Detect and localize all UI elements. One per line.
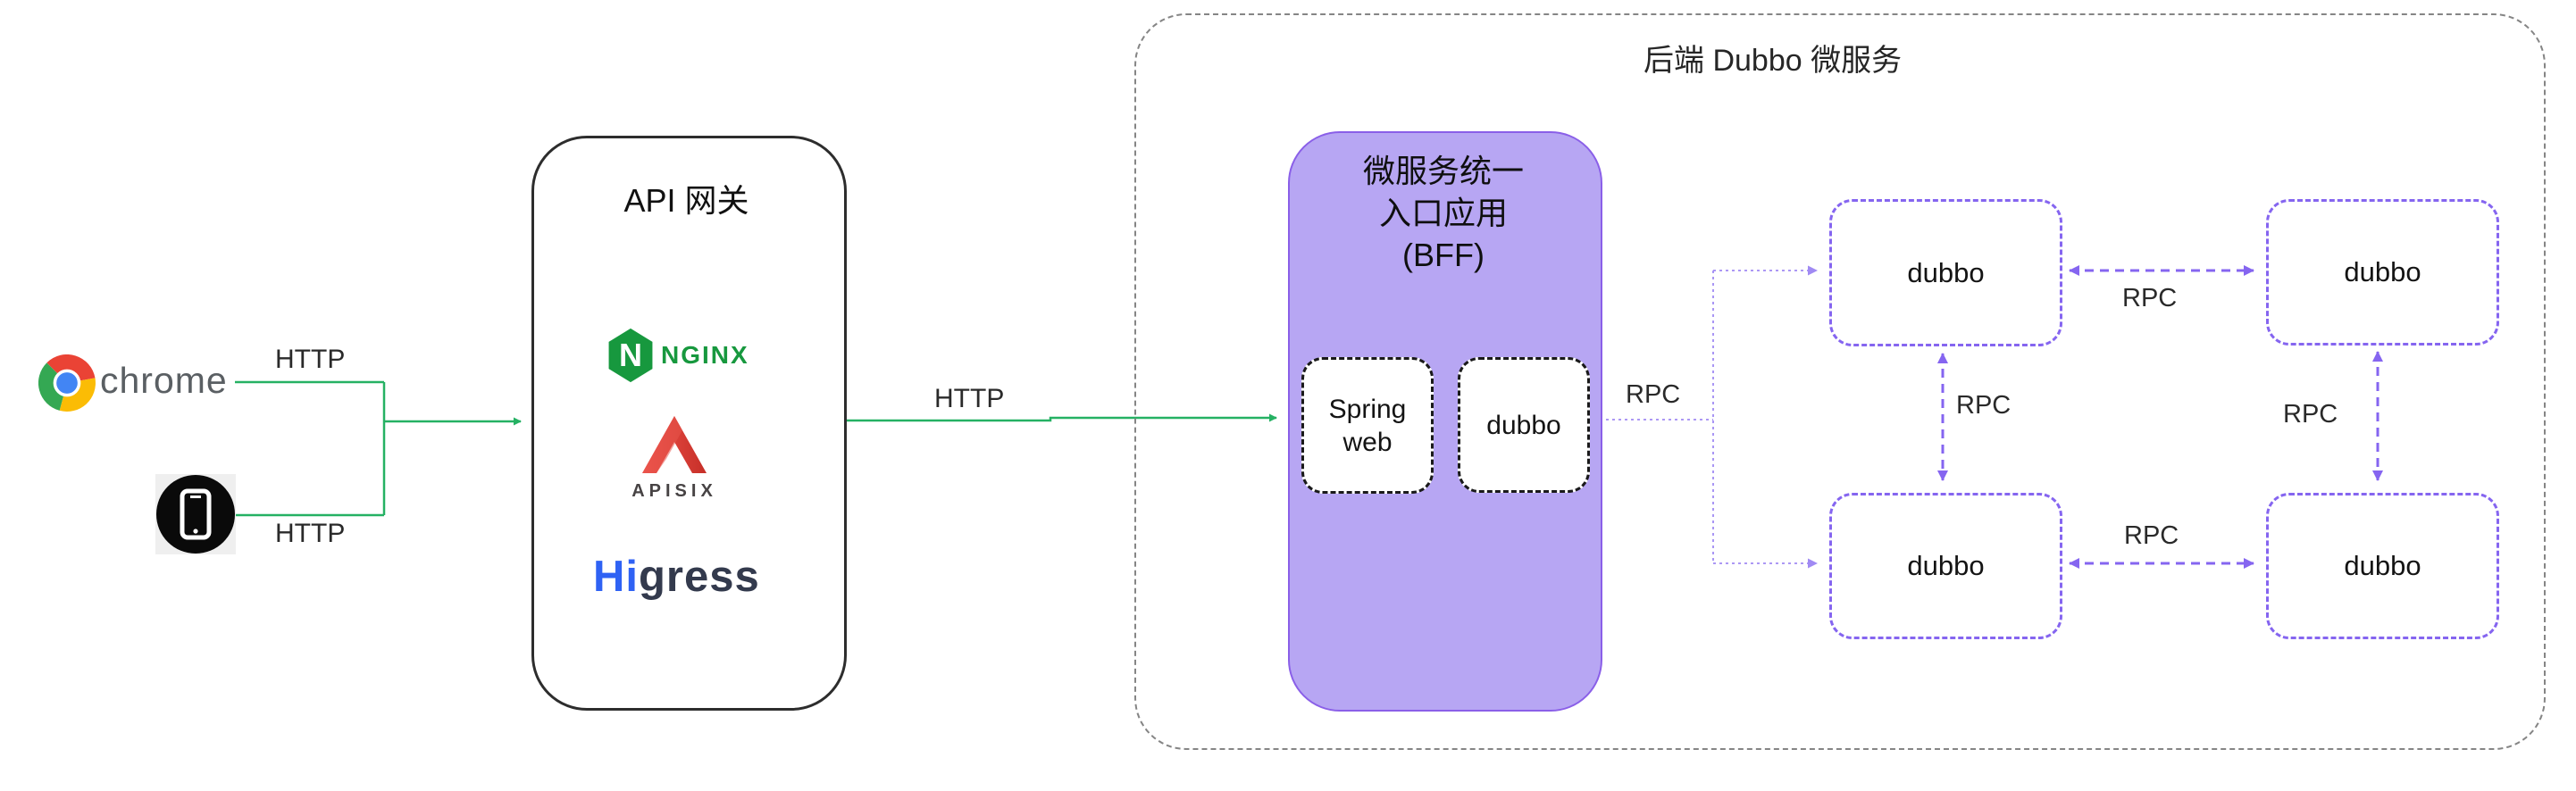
dubbo-node-label: dubbo: [1907, 256, 1985, 288]
bff-title-line3: (BFF): [1402, 237, 1485, 273]
dubbo-node-label: dubbo: [2344, 256, 2421, 287]
edge-label-http-chrome: HTTP: [275, 345, 346, 374]
backend-title: 后端 Dubbo 微服务: [1643, 44, 1903, 78]
dubbo-node-label: dubbo: [1907, 550, 1985, 581]
bff-dubbo-box: dubbo: [1458, 357, 1590, 493]
edge-label-rpc-fanout: RPC: [1626, 380, 1681, 409]
apisix-logo: APISIX: [621, 414, 728, 502]
spring-web-label: Spring web: [1328, 394, 1407, 457]
edge-label-rpc-right: RPC: [2283, 400, 2338, 429]
bff-title-line2: 入口应用: [1378, 195, 1508, 231]
higress-hi: Hi: [593, 553, 639, 601]
edge-label-http-gateway: HTTP: [934, 384, 1005, 413]
edge-label-rpc-left: RPC: [1956, 391, 2011, 420]
mobile-phone-icon: [155, 474, 236, 554]
dubbo-node-top-right: dubbo: [2266, 199, 2499, 346]
nginx-n-letter: N: [619, 337, 642, 373]
dubbo-node-bottom-right: dubbo: [2266, 493, 2499, 639]
nginx-hexagon-icon: N: [607, 328, 654, 383]
edge-label-rpc-bottom: RPC: [2124, 521, 2179, 550]
spring-web-box: Spring web: [1301, 357, 1434, 494]
higress-logo: Higress: [593, 552, 760, 602]
higress-gress: gress: [639, 553, 760, 601]
bff-title-line1: 微服务统一: [1362, 153, 1524, 189]
apisix-wordmark: APISIX: [631, 481, 717, 501]
dubbo-node-top-left: dubbo: [1829, 199, 2062, 346]
apisix-mountain-icon: [640, 414, 709, 479]
dubbo-node-bottom-left: dubbo: [1829, 493, 2062, 639]
chrome-logo-icon: [38, 354, 96, 412]
api-gateway-box: [531, 136, 847, 711]
nginx-logo: N NGINX: [607, 326, 777, 385]
dubbo-node-label: dubbo: [2344, 550, 2421, 581]
edge-label-http-phone: HTTP: [275, 519, 346, 548]
chrome-label: chrome: [100, 360, 228, 401]
bff-title: 微服务统一 入口应用 (BFF): [1288, 150, 1599, 276]
backend-dubbo-container: [1134, 13, 2546, 750]
nginx-wordmark: NGINX: [661, 341, 749, 369]
bff-dubbo-label: dubbo: [1486, 410, 1561, 440]
edge-label-rpc-top: RPC: [2122, 284, 2178, 312]
api-gateway-title: API 网关: [623, 182, 749, 219]
